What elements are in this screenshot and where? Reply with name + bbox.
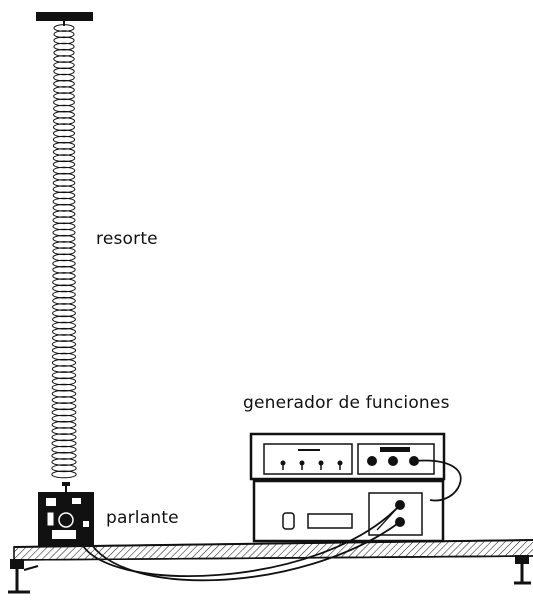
spring-coil — [53, 67, 75, 76]
spring-coil — [52, 290, 76, 299]
spring-coil — [51, 439, 77, 448]
spring-coil — [53, 42, 75, 51]
spring-coil — [51, 346, 77, 355]
spring-coil — [53, 104, 75, 113]
spring-coil — [52, 197, 76, 206]
spring-coil — [52, 309, 76, 318]
spring-coil — [52, 278, 76, 287]
spring-coil — [52, 160, 76, 169]
spring-coil — [52, 185, 76, 194]
spring-coil — [53, 79, 75, 88]
spring-coil — [53, 98, 75, 107]
spring-coil — [52, 265, 76, 274]
ceiling-mount — [36, 12, 93, 21]
spring-label: resorte — [96, 229, 158, 249]
spring-coil — [53, 55, 75, 63]
spring-coil — [53, 129, 75, 138]
function-generator — [249, 432, 446, 543]
generator-label: generador de funciones — [243, 393, 450, 413]
spring-coil — [51, 408, 77, 417]
spring-coil — [51, 365, 77, 373]
spring-coil — [51, 464, 77, 473]
spring-coil — [51, 470, 77, 479]
spring-coil — [52, 253, 76, 262]
spring-coil — [53, 48, 75, 57]
spring-coil — [53, 36, 75, 45]
spring-coil — [53, 86, 75, 94]
spring-coil — [53, 24, 75, 32]
spring-coil — [51, 414, 77, 423]
spring-coil — [51, 402, 77, 411]
spring — [51, 20, 77, 479]
spring-coil — [52, 179, 76, 187]
spring-coil — [52, 272, 76, 280]
spring-coil — [53, 110, 75, 119]
spring-coil — [52, 191, 76, 200]
spring-coil — [52, 222, 76, 231]
spring-coil — [52, 228, 76, 237]
spring-coil — [53, 61, 75, 70]
spring-coil — [52, 148, 76, 156]
spring-coil — [52, 247, 76, 256]
spring-coil — [52, 135, 76, 144]
spring-coil — [51, 396, 77, 404]
spring-coil — [52, 315, 76, 324]
spring-coil — [53, 123, 75, 132]
spring-coil — [52, 334, 76, 342]
spring-coil — [52, 259, 76, 268]
spring-coil — [51, 383, 77, 392]
spring-coil — [52, 166, 76, 175]
spring-coil — [52, 141, 76, 150]
spring-coil — [51, 389, 77, 398]
spring-coil — [51, 451, 77, 460]
spring-coil — [53, 117, 75, 125]
spring-coil — [52, 154, 76, 163]
spring-coil — [52, 327, 76, 336]
wires — [79, 459, 462, 582]
spring-coil — [52, 203, 76, 212]
lab-bench — [13, 539, 533, 561]
spring-coil — [51, 420, 77, 429]
spring-coil — [51, 358, 77, 367]
spring-coil — [51, 377, 77, 386]
spring-coil — [51, 433, 77, 442]
spring-coil — [51, 445, 77, 454]
spring-coil — [52, 234, 76, 243]
spring-coil — [51, 458, 77, 466]
spring-coil — [51, 352, 77, 361]
left-bench-clamp — [8, 559, 39, 594]
spring-coil — [53, 73, 75, 82]
spring-coil — [52, 296, 76, 305]
spring-coil — [51, 340, 77, 349]
spring-coil — [52, 210, 76, 218]
spring-coil — [52, 216, 76, 225]
spring-coil — [51, 371, 77, 380]
spring-coil — [52, 241, 76, 249]
spring-coil — [52, 284, 76, 293]
speaker — [38, 482, 94, 547]
spring-coil — [53, 92, 75, 101]
spring-coil — [52, 303, 76, 311]
spring-coil — [52, 321, 76, 330]
spring-coil — [52, 172, 76, 181]
spring-coil — [53, 30, 75, 39]
speaker-label: parlante — [106, 508, 179, 528]
spring-coil — [51, 427, 77, 435]
right-bench-clamp — [514, 555, 531, 585]
